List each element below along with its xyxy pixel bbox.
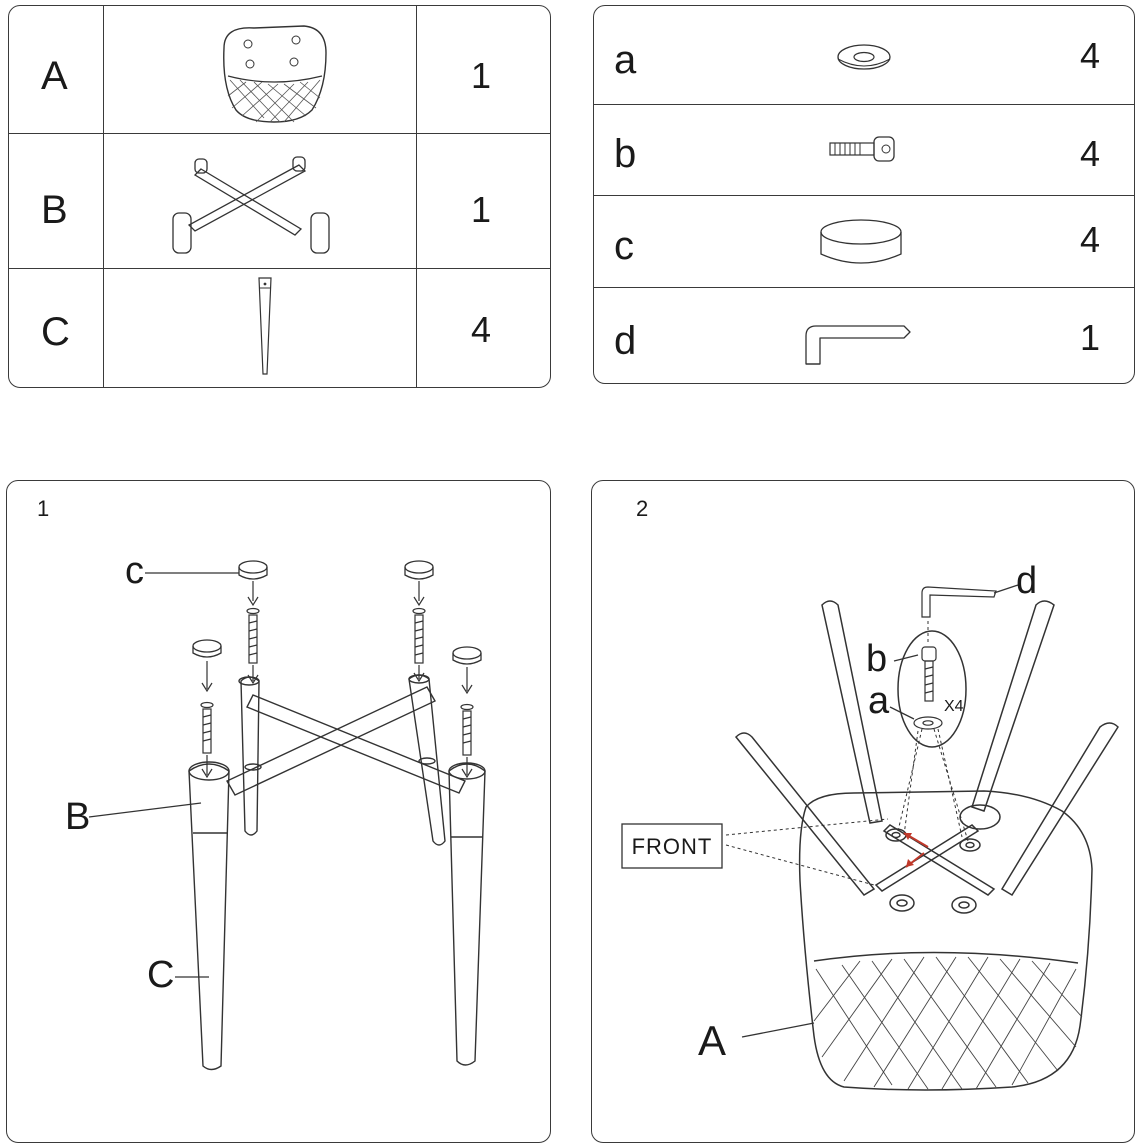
washer-icon: [837, 44, 891, 70]
part-qty-a: 4: [1080, 35, 1101, 76]
part-qty-B: 1: [471, 189, 492, 230]
callout-c: c: [125, 550, 144, 592]
column-divider: [103, 6, 104, 387]
part-label-a: a: [614, 38, 637, 82]
step-2-panel: 2: [591, 480, 1135, 1143]
step-number: 2: [636, 496, 649, 521]
front-label-box: [621, 823, 723, 869]
seat-shell-icon: [223, 25, 327, 123]
part-label-b: b: [614, 132, 637, 176]
callout-a: a: [868, 680, 890, 722]
part-qty-c: 4: [1080, 219, 1101, 260]
part-qty-d: 1: [1080, 317, 1101, 358]
foot-cap-icon: [820, 219, 902, 264]
row-divider: [9, 268, 550, 269]
front-direction-arrows: [903, 832, 929, 868]
step-1-panel: 1: [6, 480, 551, 1143]
row-divider: [594, 287, 1134, 288]
row-divider: [9, 133, 550, 134]
callout-B: B: [65, 796, 90, 838]
cross-frame-icon: [172, 156, 330, 254]
leg-icon: [258, 277, 272, 375]
column-divider: [416, 6, 417, 387]
part-label-B: B: [41, 188, 68, 232]
front-label: FRONT: [632, 834, 713, 859]
step-number: 1: [37, 496, 50, 521]
parts-list-left: A 1 B 1 C 4: [8, 5, 551, 388]
part-qty-A: 1: [471, 55, 492, 96]
row-divider: [594, 104, 1134, 105]
part-qty-b: 4: [1080, 133, 1101, 174]
part-label-d: d: [614, 319, 637, 363]
leg-assembly-diagram: c B C: [65, 550, 486, 1071]
callout-A: A: [698, 1017, 726, 1064]
callout-C: C: [147, 954, 174, 996]
quantity-x4: X4: [944, 698, 964, 715]
seat-assembly-diagram: FRONT d b a X4 A: [621, 560, 1119, 1091]
part-label-C: C: [41, 310, 70, 354]
parts-list-right: a 4 b 4 c 4 d 1: [593, 5, 1135, 384]
callout-d: d: [1016, 560, 1037, 602]
allen-key-icon: [805, 325, 911, 365]
row-divider: [594, 195, 1134, 196]
callout-b: b: [866, 638, 887, 680]
bolt-icon: [829, 136, 895, 162]
part-label-A: A: [41, 54, 68, 98]
part-qty-C: 4: [471, 309, 492, 350]
part-label-c: c: [614, 224, 634, 268]
